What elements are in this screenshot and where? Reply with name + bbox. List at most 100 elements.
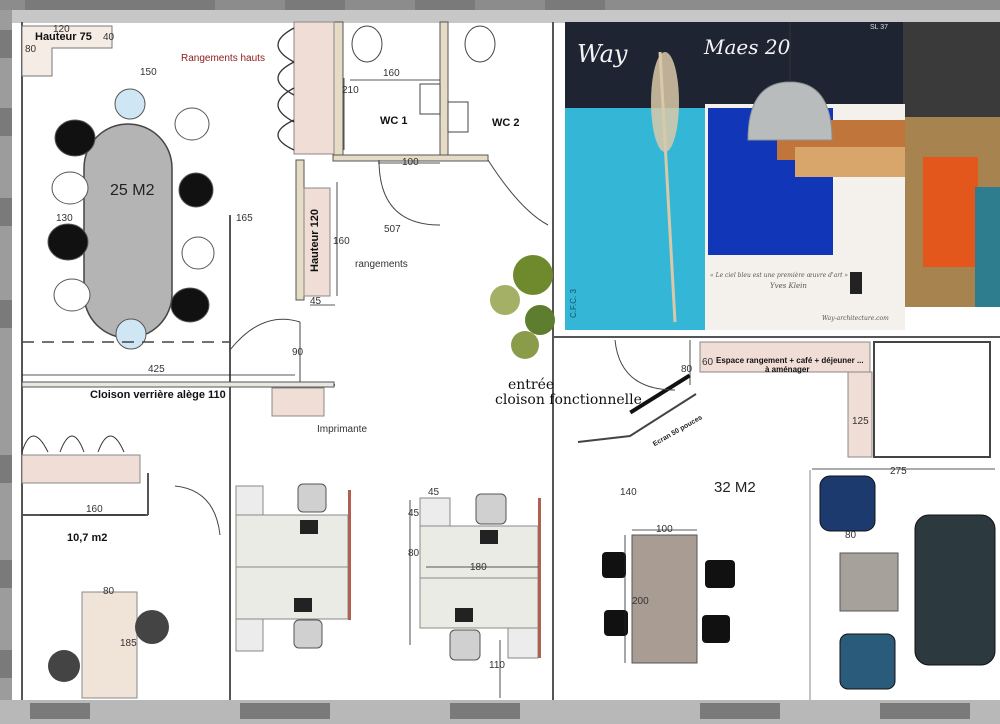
dimension-label: 125 — [852, 416, 869, 427]
screen-wall — [577, 393, 697, 443]
dimension-label: 90 — [292, 347, 304, 358]
dimension-label: 80 — [408, 548, 420, 559]
top-outer-wall — [0, 0, 1000, 10]
sofa — [914, 514, 996, 666]
dimension-label: 60 — [702, 357, 714, 368]
dimension-label: 275 — [890, 466, 907, 477]
storage-height-label: Hauteur 120 — [309, 209, 321, 272]
entrance-label: entrée — [508, 377, 555, 393]
door-swing-icon — [487, 159, 549, 226]
chairs — [602, 552, 735, 643]
kitchen-counter — [699, 341, 871, 373]
small-office-area: 10,7 m2 — [67, 532, 108, 544]
closet — [873, 341, 991, 458]
moodboard-signature: Yves Klein — [770, 282, 807, 290]
dimension-label: 200 — [632, 596, 649, 607]
dimension-label: 160 — [333, 236, 350, 247]
dimension-label: 80 — [681, 364, 693, 375]
moodboard-footer: Way-architecture.com — [822, 315, 889, 322]
dimension-label: 45 — [428, 487, 440, 498]
door-swing-icon — [174, 485, 221, 536]
dried-grass-plume — [651, 52, 679, 152]
binder-clip-icon — [850, 272, 862, 294]
dimension-label: 160 — [383, 68, 400, 79]
dimension-label: 165 — [236, 213, 253, 224]
teal-sample — [975, 187, 1000, 307]
toilet-icon — [351, 25, 383, 63]
open-space-area: 32 M2 — [714, 479, 756, 496]
kitchen-label: Espace rangement + café + déjeuner ... — [716, 356, 864, 365]
door-swing-icon — [378, 159, 441, 226]
wood-sample — [795, 147, 907, 177]
cabinet-doors-icon — [277, 27, 295, 151]
storage-label: rangements — [355, 259, 408, 270]
coffee-table — [839, 552, 899, 612]
dimension-label: 80 — [25, 44, 37, 55]
moodboard-quote: « Le ciel bleu est une première œuvre d'… — [710, 272, 849, 279]
office-chair — [48, 650, 80, 682]
sink-icon — [447, 101, 469, 133]
cabinet-l-shape — [21, 25, 113, 77]
armchair — [839, 633, 896, 690]
dimension-label: 425 — [148, 364, 165, 375]
toilet-icon — [464, 25, 496, 63]
sink-icon — [419, 83, 441, 115]
acoustic-panel-sample — [903, 22, 1000, 117]
pendant-lamp-icon — [747, 81, 833, 141]
functional-partition-label: cloison fonctionnelle — [495, 392, 642, 408]
dimension-label: 130 — [56, 213, 73, 224]
meeting-desk — [631, 534, 698, 664]
screen — [629, 373, 691, 415]
door-swing-icon — [229, 318, 301, 351]
dimension-label: 120 — [53, 24, 70, 35]
dimension-label: 45 — [408, 508, 420, 519]
storage-cabinet — [21, 454, 141, 484]
printer-label: Imprimante — [317, 424, 368, 435]
cabinet-doors-icon — [21, 435, 125, 453]
dimension-label: 185 — [120, 638, 137, 649]
left-wall — [0, 10, 12, 724]
sample-label: C.F.C. 3 — [569, 289, 578, 318]
dimension-label: 507 — [384, 224, 401, 235]
dimension-label: 180 — [470, 562, 487, 573]
partition-label: Cloison verrière alège 110 — [90, 389, 226, 401]
dimension-label: 160 — [86, 504, 103, 515]
printer — [271, 387, 325, 417]
dimension-label: 110 — [489, 660, 505, 671]
wc1-label: WC 1 — [380, 115, 408, 127]
meeting-room-area: 25 M2 — [110, 182, 155, 199]
moodboard-brand: Way — [577, 40, 628, 68]
storage-unit — [303, 187, 331, 297]
height-label: Hauteur 75 — [35, 31, 92, 43]
office-chair — [135, 610, 169, 644]
high-storage-label: Rangements hauts — [181, 53, 265, 64]
moodboard-title: Maes 20 — [704, 35, 791, 59]
dimension-label: 150 — [140, 67, 157, 78]
dimension-lines — [22, 78, 995, 698]
high-storage-unit — [293, 21, 335, 155]
plant-icon — [490, 255, 555, 359]
moodboard-code: SL 37 — [870, 24, 889, 31]
desk — [81, 591, 138, 699]
meeting-chairs — [47, 88, 215, 350]
glass-partition — [21, 381, 335, 388]
door-swing-icon — [614, 339, 676, 391]
top-wall — [0, 10, 1000, 23]
wc-block — [295, 21, 549, 301]
dimension-label: 100 — [402, 157, 419, 168]
screen-label: Ecran 50 pouces — [652, 414, 704, 449]
wc2-label: WC 2 — [492, 117, 520, 129]
dimension-label: 45 — [310, 296, 322, 307]
dimension-label: 80 — [103, 586, 115, 597]
moodboard-header-panel — [565, 22, 903, 110]
armchair — [819, 475, 876, 532]
dimension-label: 80 — [845, 530, 857, 541]
kitchen-label-line2: à aménager — [765, 365, 810, 374]
dimension-label: 100 — [656, 524, 673, 535]
dimension-label: 210 — [342, 85, 359, 96]
dimension-label: 140 — [620, 487, 637, 498]
desk-cluster-left — [235, 483, 351, 652]
turquoise-sample — [565, 108, 710, 330]
